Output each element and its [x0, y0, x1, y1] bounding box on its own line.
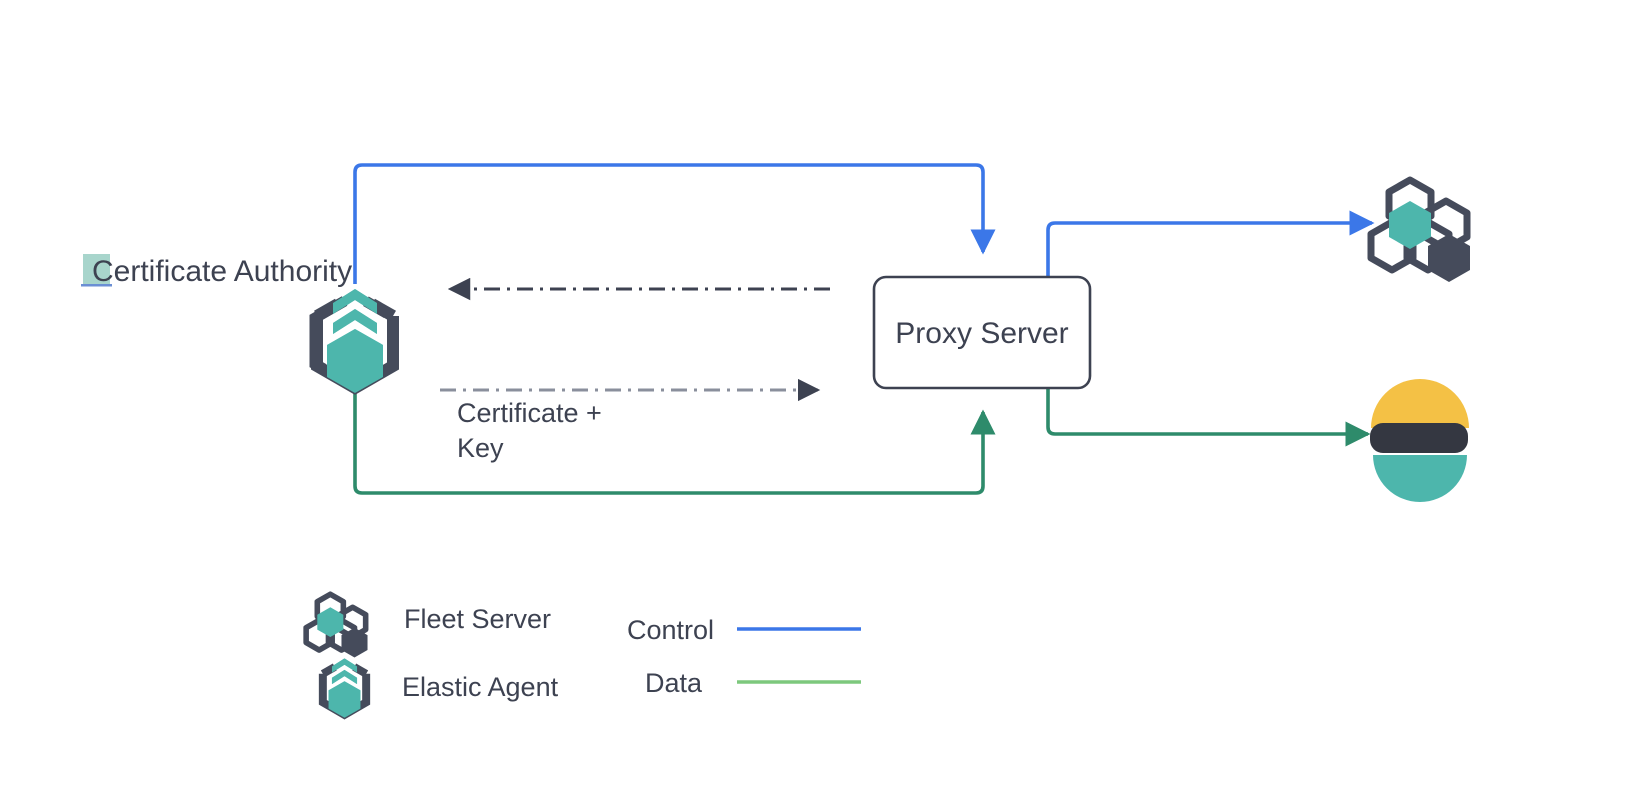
fleet-server-icon [303, 591, 369, 658]
certificate-authority-highlight [83, 254, 110, 286]
legend-label-fleet-server: Fleet Server [404, 604, 551, 634]
edge-agent-to-proxy-control [353, 163, 996, 284]
proxy-server-label: Proxy Server [895, 317, 1068, 350]
node-proxy-server[interactable]: Proxy Server [872, 275, 1092, 390]
edge-agent-to-proxy-data [353, 378, 996, 495]
certificate-authority-label: Certificate Authority [92, 255, 352, 288]
elasticsearch-teal-arc [1373, 455, 1467, 502]
legend-item-data: Data [645, 668, 861, 698]
proxy-server-box[interactable] [872, 275, 1092, 390]
elastic-agent-icon [309, 283, 401, 395]
legend-label-elastic-agent: Elastic Agent [402, 672, 559, 702]
edge-label-certificate-key-line2: Key [457, 433, 504, 463]
certificate-authority-underline [81, 284, 112, 287]
legend-item-fleet-server: Fleet Server [303, 591, 551, 658]
edge-proxy-to-fleet-control [1046, 210, 1375, 277]
edge-proxy-to-elasticsearch-data [1046, 388, 1371, 447]
node-elasticsearch[interactable] [1370, 379, 1469, 502]
fleet-server-icon [1367, 176, 1471, 282]
legend: Fleet Server Elastic Agent [303, 591, 861, 720]
legend-label-control: Control [627, 615, 714, 645]
elastic-agent-icon [318, 658, 371, 720]
node-certificate-authority[interactable]: Certificate Authority [81, 254, 401, 395]
legend-label-data: Data [645, 668, 703, 698]
elasticsearch-icon [1370, 379, 1469, 502]
node-fleet-server[interactable] [1367, 176, 1471, 282]
elasticsearch-dark-bar [1370, 423, 1468, 453]
elasticsearch-yellow-arc [1371, 379, 1469, 428]
legend-item-elastic-agent: Elastic Agent [318, 658, 559, 720]
edge-label-certificate-key-line1: Certificate + [457, 398, 602, 428]
legend-item-control: Control [627, 615, 861, 645]
